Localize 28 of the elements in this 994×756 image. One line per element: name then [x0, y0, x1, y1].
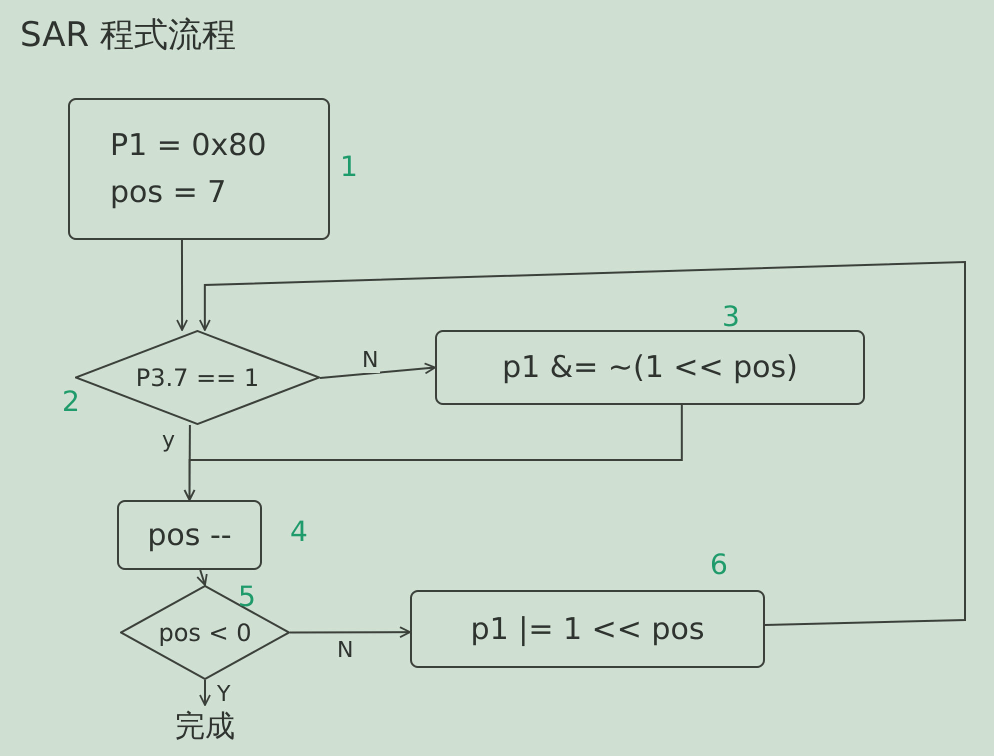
arrow: [198, 260, 966, 626]
step-number: 4: [290, 515, 308, 548]
code-text: pos < 0: [158, 618, 252, 646]
end-text: 完成: [170, 705, 240, 747]
step-number: 2: [62, 385, 80, 418]
title: SAR 程式流程: [20, 14, 236, 57]
code-text: p1 |= 1 << pos: [470, 612, 704, 646]
step-number: 6: [710, 548, 728, 581]
arrow: [176, 240, 188, 331]
decision-diamond: [120, 585, 290, 680]
arrow: [196, 570, 208, 586]
process-box: [68, 98, 330, 240]
code-text: P3.7 == 1: [136, 364, 260, 392]
step-number: 1: [340, 150, 358, 183]
process-box: [410, 590, 765, 668]
process-box: [117, 500, 262, 570]
arrow: [290, 626, 411, 638]
arrow: [199, 680, 211, 706]
step-number: 5: [238, 580, 256, 613]
process-box: [435, 330, 865, 405]
arrow: [320, 362, 436, 379]
decision-diamond: [75, 330, 320, 425]
arrow: [184, 425, 196, 501]
code-text: p1 &= ~(1 << pos): [502, 350, 798, 385]
code-text: pos = 7: [110, 175, 226, 210]
code-text: pos --: [147, 518, 232, 552]
step-number: 3: [722, 300, 740, 333]
code-text: P1 = 0x80: [110, 128, 266, 163]
